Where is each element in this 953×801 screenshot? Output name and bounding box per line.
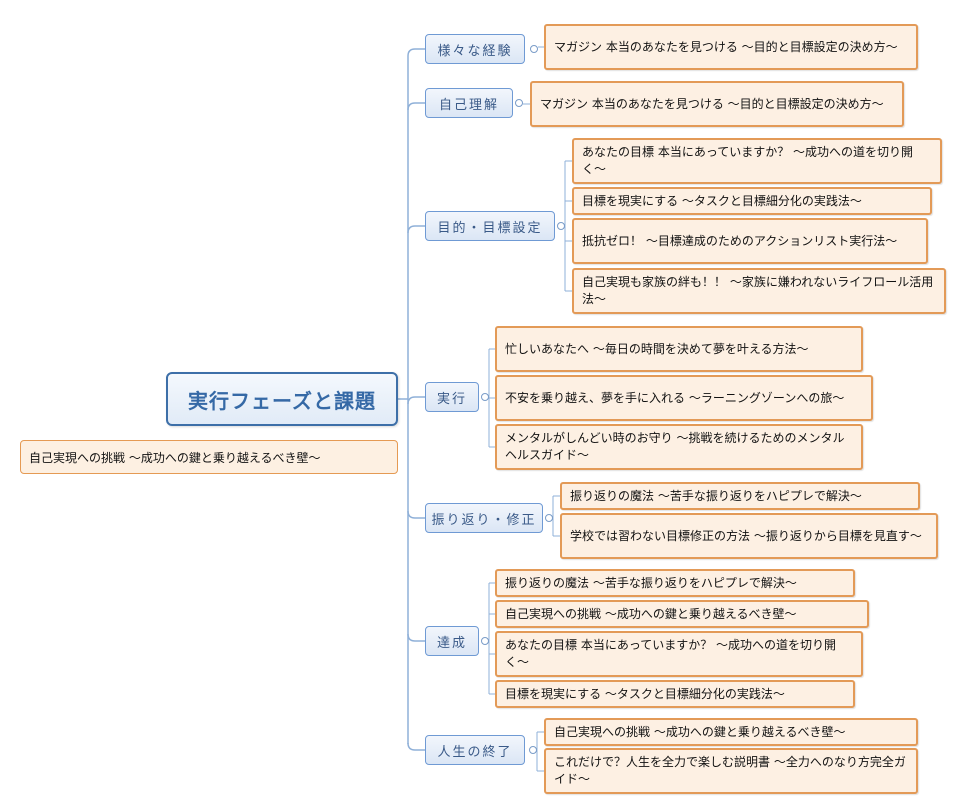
topic-note[interactable]: メンタルがしんどい時のお守り 〜挑戦を続けるためのメンタルヘルスガイド〜: [495, 424, 863, 470]
topic-note[interactable]: これだけで？人生を全力で楽しむ説明書 〜全力へのなり方完全ガイド〜: [544, 748, 918, 794]
topic-note[interactable]: 振り返りの魔法 〜苦手な振り返りをハピプレで解決〜: [560, 482, 920, 510]
topic-note[interactable]: 不安を乗り越え、夢を手に入れる 〜ラーニングゾーンへの旅〜: [495, 375, 873, 421]
collapse-toggle-icon[interactable]: [481, 393, 489, 401]
topic-note[interactable]: 自己実現も家族の絆も！！ 〜家族に嫌われないライフロール活用法〜: [572, 268, 946, 314]
floating-topic[interactable]: 自己実現への挑戦 〜成功への鍵と乗り越えるべき壁〜: [20, 440, 398, 474]
connector-line: [407, 633, 425, 642]
topic-note[interactable]: 自己実現への挑戦 〜成功への鍵と乗り越えるべき壁〜: [544, 718, 918, 746]
collapse-toggle-icon[interactable]: [515, 99, 523, 107]
branch-end-of-life[interactable]: 人生の終了: [425, 735, 525, 765]
connector-line: [407, 225, 425, 234]
connector-line: [407, 102, 425, 111]
central-topic[interactable]: 実行フェーズと課題: [166, 372, 398, 426]
collapse-toggle-icon[interactable]: [481, 637, 489, 645]
connector-line: [407, 48, 425, 57]
branch-achievement[interactable]: 達成: [425, 626, 479, 656]
topic-note[interactable]: 目標を現実にする 〜タスクと目標細分化の実践法〜: [572, 187, 932, 215]
topic-note[interactable]: 自己実現への挑戦 〜成功への鍵と乗り越えるべき壁〜: [495, 600, 869, 628]
connector-line: [407, 396, 425, 405]
topic-note[interactable]: あなたの目標 本当にあっていますか？ 〜成功への道を切り開く〜: [495, 631, 863, 677]
topic-note[interactable]: 学校では習わない目標修正の方法 〜振り返りから目標を見直す〜: [560, 513, 938, 559]
branch-experience[interactable]: 様々な経験: [425, 34, 525, 64]
connector-line: [407, 742, 425, 751]
topic-note[interactable]: 目標を現実にする 〜タスクと目標細分化の実践法〜: [495, 680, 855, 708]
collapse-toggle-icon[interactable]: [545, 514, 553, 522]
topic-note[interactable]: マガジン 本当のあなたを見つける 〜目的と目標設定の決め方〜: [530, 81, 904, 127]
collapse-toggle-icon[interactable]: [557, 222, 565, 230]
topic-note[interactable]: 振り返りの魔法 〜苦手な振り返りをハピプレで解決〜: [495, 569, 855, 597]
topic-note[interactable]: 忙しいあなたへ 〜毎日の時間を決めて夢を叶える方法〜: [495, 326, 863, 372]
collapse-toggle-icon[interactable]: [530, 45, 538, 53]
topic-note[interactable]: 抵抗ゼロ！ 〜目標達成のためのアクションリスト実行法〜: [572, 218, 928, 264]
topic-note[interactable]: あなたの目標 本当にあっていますか？ 〜成功への道を切り開く〜: [572, 138, 942, 184]
connector-line: [407, 510, 425, 519]
branch-goal-setting[interactable]: 目的・目標設定: [425, 211, 555, 241]
branch-self-understanding[interactable]: 自己理解: [425, 88, 513, 118]
collapse-toggle-icon[interactable]: [529, 746, 537, 754]
topic-note[interactable]: マガジン 本当のあなたを見つける 〜目的と目標設定の決め方〜: [544, 24, 918, 70]
branch-execution[interactable]: 実行: [425, 382, 479, 412]
branch-review-correction[interactable]: 振り返り・修正: [425, 503, 543, 533]
